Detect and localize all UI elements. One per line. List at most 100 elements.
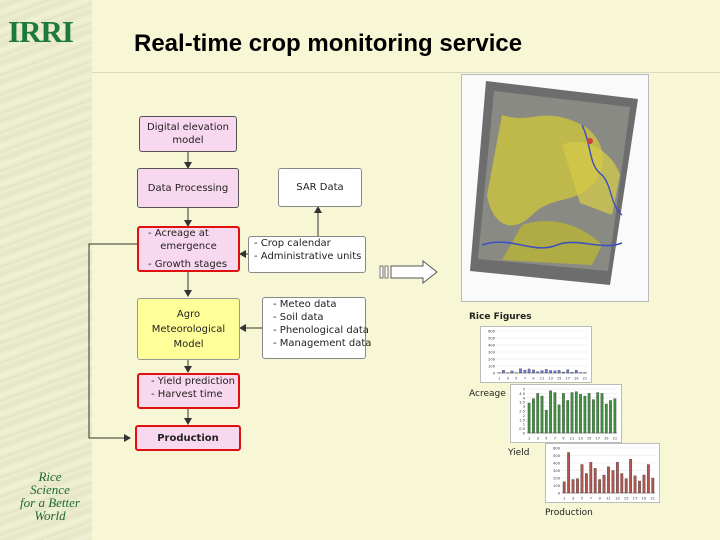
dem-line-1: Digital elevation [147, 121, 229, 134]
y-tick-label: 100 [553, 484, 561, 488]
bar-yield-16 [592, 400, 594, 433]
bar-acreage-2 [502, 370, 504, 373]
bar-yield-15 [588, 393, 590, 433]
dem-line-2: model [172, 134, 203, 147]
x-tick-label: 21 [613, 437, 618, 441]
bar-production-15 [625, 479, 627, 493]
bar-acreage-8 [528, 369, 530, 373]
y-tick-label: 0 [523, 432, 526, 436]
x-tick-label: 19 [642, 497, 647, 501]
data-processing-box: Data Processing [137, 168, 239, 208]
sar-data-box: SAR Data [278, 168, 362, 207]
meteo-line-1: - Meteo data [273, 298, 336, 311]
dem-box: Digital elevation model [139, 116, 237, 152]
y-tick-label: 1 [523, 423, 525, 427]
x-tick-label: 13 [615, 497, 620, 501]
crop-calendar-box: - Crop calendar - Administrative units [248, 236, 366, 273]
chart-acreage: 010020030040050060013579111315171921 [480, 326, 592, 383]
bar-yield-13 [579, 394, 581, 433]
x-tick-label: 3 [537, 437, 539, 441]
x-tick-label: 11 [570, 437, 575, 441]
y-tick-label: 0 [493, 372, 496, 376]
bar-acreage-15 [558, 370, 560, 373]
bar-yield-5 [545, 410, 547, 433]
y-tick-label: 500 [553, 454, 561, 458]
bar-acreage-13 [549, 370, 551, 373]
data-processing-label: Data Processing [148, 182, 228, 195]
bar-acreage-4 [511, 371, 513, 373]
x-tick-label: 1 [563, 497, 565, 501]
y-tick-label: 600 [553, 447, 561, 451]
x-tick-label: 17 [595, 437, 600, 441]
chart-label-acreage: Acreage [469, 389, 506, 399]
x-tick-label: 19 [604, 437, 609, 441]
acreage-line-3: - Growth stages [139, 258, 227, 271]
production-label: Production [157, 432, 219, 445]
satellite-map-image [462, 75, 648, 301]
production-box: Production [135, 425, 241, 451]
x-tick-label: 5 [581, 497, 583, 501]
y-tick-label: 500 [488, 337, 496, 341]
meteo-line-3: - Phenological data [273, 324, 369, 337]
bar-production-3 [572, 480, 574, 494]
bar-acreage-14 [554, 371, 556, 373]
y-tick-label: 0 [558, 492, 561, 496]
x-tick-label: 13 [548, 377, 553, 381]
acreage-line-2: emergence [160, 240, 216, 253]
bar-acreage-17 [567, 370, 569, 373]
y-tick-label: 4 [523, 396, 526, 400]
arrow-acreage-to-production [89, 244, 137, 438]
bar-production-19 [643, 475, 645, 493]
x-tick-label: 21 [583, 377, 588, 381]
chart-label-production: Production [545, 508, 593, 518]
x-tick-label: 7 [554, 437, 556, 441]
bar-production-14 [621, 474, 623, 494]
bar-yield-4 [541, 396, 543, 433]
x-tick-label: 9 [562, 437, 565, 441]
x-tick-label: 19 [574, 377, 579, 381]
bar-production-12 [612, 471, 614, 494]
sar-data-label: SAR Data [296, 181, 343, 194]
bar-production-20 [647, 465, 649, 494]
bar-production-9 [598, 480, 600, 494]
chart-yield: 00.511.522.533.544.5513579111315171921 [510, 384, 622, 443]
y-tick-label: 300 [488, 351, 496, 355]
tagline-line-4: World [14, 509, 86, 522]
stripe-2 [385, 266, 388, 278]
x-tick-label: 5 [515, 377, 517, 381]
agro-line-2: Meteorological [152, 322, 225, 337]
yield-line-2: - Harvest time [151, 388, 223, 401]
bar-production-7 [590, 462, 592, 493]
bar-production-8 [594, 468, 596, 493]
yield-prediction-box: - Yield prediction - Harvest time [137, 373, 240, 409]
bar-yield-10 [567, 400, 569, 433]
rice-figures-title: Rice Figures [469, 312, 532, 322]
y-tick-label: 4.5 [519, 392, 525, 396]
y-tick-label: 5 [523, 388, 525, 392]
bar-production-18 [638, 481, 640, 493]
agro-meteorological-model-box: Agro Meteorological Model [137, 298, 240, 360]
bar-acreage-19 [575, 370, 577, 373]
meteo-line-4: - Management data [273, 337, 371, 350]
crop-calendar-line-1: - Crop calendar [254, 237, 331, 250]
y-tick-label: 100 [488, 365, 496, 369]
y-tick-label: 400 [553, 462, 561, 466]
bar-production-4 [576, 479, 578, 493]
bar-yield-14 [584, 396, 586, 433]
x-tick-label: 21 [650, 497, 655, 501]
bar-acreage-7 [524, 370, 526, 373]
bar-acreage-6 [519, 369, 521, 373]
bar-production-2 [567, 453, 569, 494]
bar-yield-19 [605, 404, 607, 433]
agro-line-3: Model [173, 337, 203, 352]
meteo-data-box: - Meteo data - Soil data - Phenological … [262, 297, 366, 359]
acreage-box: - Acreage at emergence - Growth stages [137, 226, 240, 272]
x-tick-label: 11 [540, 377, 545, 381]
x-tick-label: 15 [624, 497, 629, 501]
stripe-1 [380, 266, 383, 278]
bar-yield-6 [549, 391, 551, 433]
y-tick-label: 300 [553, 469, 561, 473]
bar-production-5 [581, 465, 583, 494]
x-tick-label: 7 [590, 497, 592, 501]
